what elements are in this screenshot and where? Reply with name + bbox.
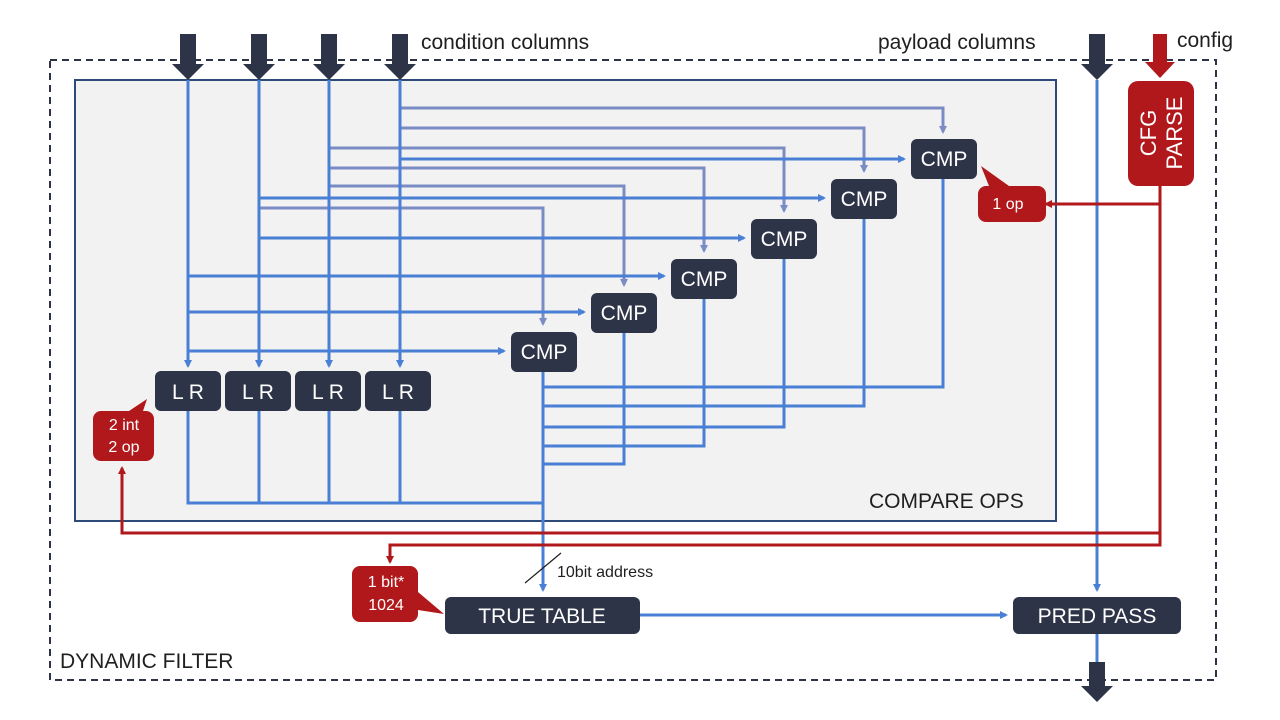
lr-block [155, 371, 221, 411]
lr-block [225, 371, 291, 411]
cmp-block [591, 293, 657, 333]
lr-label: L R [242, 381, 274, 404]
cmp-block [671, 259, 737, 299]
true-table-block [445, 597, 640, 634]
cmp-label: CMP [761, 228, 808, 251]
cmp-block [831, 179, 897, 219]
lr-block [365, 371, 431, 411]
true-table-label: TRUE TABLE [478, 605, 606, 628]
config-input-arrow [1145, 34, 1175, 78]
lr-blocks [155, 371, 431, 411]
dynamic-filter-label: DYNAMIC FILTER [60, 650, 233, 673]
compare-ops-panel [74, 79, 1057, 522]
bit-label: 1 bit* [368, 574, 404, 591]
int-label: 2 int [109, 417, 140, 434]
cfg-label: CFG [1136, 110, 1161, 156]
condition-input-arrows [172, 34, 1113, 702]
parse-label: PARSE [1162, 97, 1187, 170]
condition-columns-label: condition columns [421, 31, 589, 54]
config-wires [118, 186, 1162, 564]
cmp-label: CMP [681, 268, 728, 291]
pred-pass-label: PRED PASS [1038, 605, 1157, 628]
cmp-blocks [511, 139, 977, 372]
compare-ops-label: COMPARE OPS [869, 490, 1024, 513]
cmp-block [911, 139, 977, 179]
bit-callout [352, 566, 444, 622]
int-op-label: 2 op [108, 439, 139, 456]
cmp-block [511, 332, 577, 372]
address-bus-slash [524, 552, 562, 584]
cmp-block [751, 219, 817, 259]
lr-label: L R [382, 381, 414, 404]
lr-block [295, 371, 361, 411]
bit-count-label: 1024 [368, 597, 404, 614]
payload-columns-label: payload columns [878, 31, 1036, 54]
one-op-callout [978, 166, 1046, 222]
cmp-label: CMP [521, 341, 568, 364]
cmp-output-wires [186, 178, 945, 592]
cmp-input-wires-light [260, 106, 947, 326]
payload-input-arrow [1081, 34, 1113, 80]
dynamic-filter-boundary [49, 59, 1217, 681]
cmp-label: CMP [921, 148, 968, 171]
cmp-input-wires [188, 155, 906, 355]
cfg-parse-block [1128, 81, 1194, 186]
address-label: 10bit address [557, 564, 653, 581]
condition-column-wires [184, 80, 404, 368]
output-arrow [1081, 662, 1113, 702]
one-op-label: 1 op [992, 196, 1023, 213]
lr-label: L R [172, 381, 204, 404]
config-label: config [1177, 29, 1233, 52]
int-op-callout [93, 399, 154, 461]
lr-label: L R [312, 381, 344, 404]
pred-pass-block [1013, 597, 1181, 634]
cmp-label: CMP [601, 302, 648, 325]
cmp-label: CMP [841, 188, 888, 211]
